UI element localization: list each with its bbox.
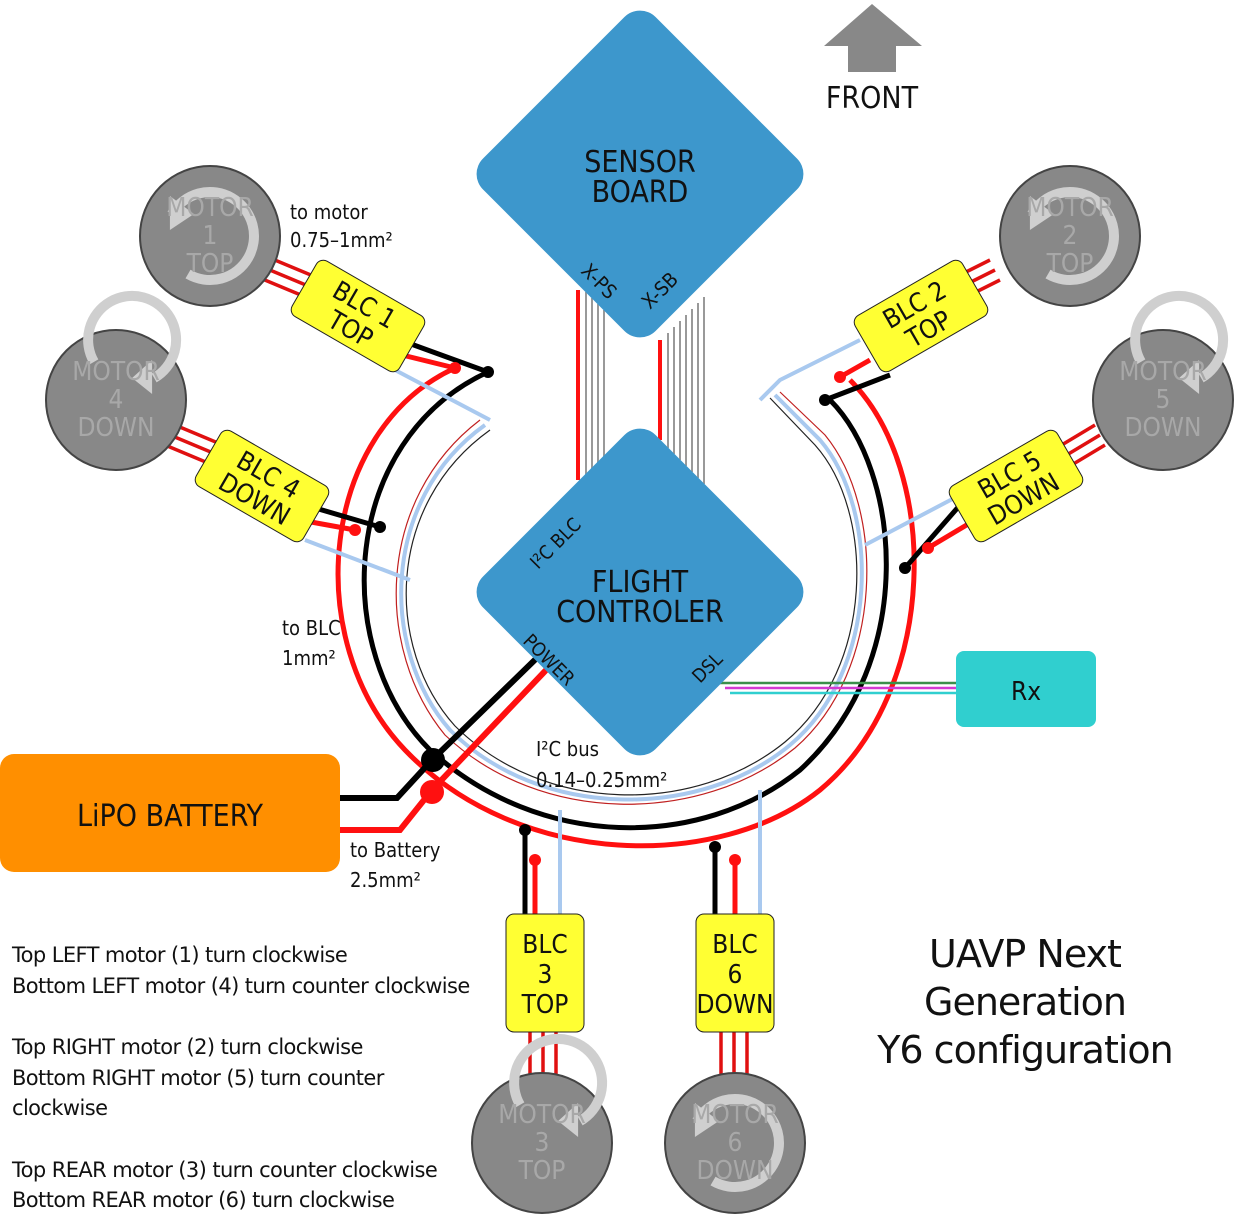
front-arrow: FRONT	[824, 4, 922, 116]
motor-4-label-3: DOWN	[77, 413, 154, 443]
to-battery-label-1: to Battery	[350, 838, 441, 862]
power-ring	[335, 365, 917, 849]
to-motor-label-2: 0.75–1mm²	[290, 228, 393, 252]
clockwise-arrow-icon	[167, 187, 259, 285]
motor-2-label-3: TOP	[1046, 249, 1094, 279]
arrowhead-icon	[694, 1103, 719, 1137]
sensor-board: SENSOR BOARD X-PS X-SB	[476, 10, 804, 338]
fc-title-1: FLIGHT	[592, 565, 689, 600]
motor-2-label-1: MOTOR	[1026, 193, 1114, 223]
fc-title-2: CONTROLER	[556, 595, 724, 630]
counter-clockwise-arrow-icon	[83, 290, 182, 383]
arrowhead-icon	[1179, 360, 1200, 394]
motor-5-label-2: 5	[1156, 385, 1171, 415]
counter-clockwise-arrow-icon	[509, 1033, 608, 1126]
note-line: Bottom REAR motor (6) turn clockwise	[12, 1188, 395, 1212]
note-line: Bottom LEFT motor (4) turn counter clock…	[12, 973, 470, 998]
note-line: Bottom RIGHT motor (5) turn counter cloc…	[12, 1065, 384, 1121]
note-line: Top LEFT motor (1) turn clockwise	[12, 943, 348, 967]
blc-4: BLC 4 DOWN	[194, 429, 330, 543]
blc-3-label-1: BLC	[522, 930, 567, 960]
i2c-bus-label-2: 0.14–0.25mm²	[536, 768, 667, 792]
motor-6-label-3: DOWN	[696, 1156, 773, 1186]
blc-6: BLC 6 DOWN	[695, 913, 775, 1033]
motor-5-label-1: MOTOR	[1119, 357, 1207, 387]
dsl-wires	[720, 681, 958, 695]
blc-6-label-2: 6	[728, 960, 743, 990]
receiver: Rx	[956, 651, 1096, 727]
arrowhead-icon	[132, 360, 153, 394]
note-spacer	[12, 1001, 472, 1032]
motor-4-label-1: MOTOR	[72, 357, 160, 387]
arrowhead-icon	[558, 1103, 579, 1137]
motor-6-label-2: 6	[728, 1128, 743, 1158]
sensor-ribbon	[576, 290, 705, 484]
motor-4-label-2: 4	[109, 385, 124, 415]
counter-clockwise-arrow-icon	[1130, 290, 1229, 383]
blc-6-label-3: DOWN	[696, 990, 773, 1020]
motor-2-label-2: 2	[1063, 221, 1078, 251]
battery: LiPO BATTERY	[0, 754, 340, 872]
to-battery-label-2: 2.5mm²	[350, 868, 421, 892]
blc-3-label-2: 3	[538, 960, 553, 990]
blc-2: BLC 2 TOP	[853, 259, 989, 373]
junction-dots	[349, 362, 934, 866]
motors: MOTOR1TOPMOTOR2TOPMOTOR4DOWNMOTOR5DOWNMO…	[45, 165, 1234, 1214]
blc-3-label-3: TOP	[521, 990, 569, 1020]
motor-1-label-3: TOP	[186, 249, 234, 279]
wire-labels: to motor 0.75–1mm² to BLC 1mm² I²C bus 0…	[282, 200, 667, 892]
flight-controller: FLIGHT CONTROLER I²C BLC POWER DSL	[476, 428, 804, 756]
battery-leads	[340, 647, 551, 833]
sensor-board-title-2: BOARD	[592, 175, 689, 210]
motor-3-label-3: TOP	[518, 1156, 566, 1186]
arrowhead-icon	[1029, 196, 1054, 230]
title-line-2: Y6 configuration	[877, 1028, 1174, 1072]
blc-wires	[299, 337, 977, 915]
blc-6-label-1: BLC	[712, 930, 757, 960]
rotation-notes: Top LEFT motor (1) turn clockwise Bottom…	[12, 940, 472, 1214]
note-line: Top REAR motor (3) turn counter clockwis…	[12, 1157, 438, 1182]
motor-5-label-3: DOWN	[1124, 413, 1201, 443]
motor-3-label-2: 3	[535, 1128, 550, 1158]
motor-3-label-1: MOTOR	[498, 1100, 586, 1130]
clockwise-arrow-icon	[692, 1094, 784, 1192]
battery-label: LiPO BATTERY	[77, 799, 264, 834]
motor-1-label-1: MOTOR	[166, 193, 254, 223]
receiver-label: Rx	[1011, 677, 1041, 707]
diagram-title: UAVP Next Generation Y6 configuration	[835, 930, 1215, 1074]
motor-6-label-1: MOTOR	[691, 1100, 779, 1130]
i2c-bus-label-1: I²C bus	[536, 737, 599, 761]
arrowhead-icon	[169, 196, 194, 230]
title-line-1: UAVP Next Generation	[924, 932, 1127, 1024]
motor-1-label-2: 1	[203, 221, 218, 251]
clockwise-arrow-icon	[1027, 187, 1119, 285]
sensor-board-title-1: SENSOR	[584, 145, 696, 180]
note-spacer	[12, 1124, 472, 1155]
front-label: FRONT	[826, 81, 919, 116]
to-motor-label-1: to motor	[290, 200, 368, 224]
blc-1: BLC 1 TOP	[290, 259, 426, 373]
note-line: Top RIGHT motor (2) turn clockwise	[12, 1035, 363, 1059]
to-blc-label-2: 1mm²	[282, 646, 336, 670]
blc-3: BLC 3 TOP	[505, 913, 585, 1033]
to-blc-label-1: to BLC	[282, 616, 341, 640]
